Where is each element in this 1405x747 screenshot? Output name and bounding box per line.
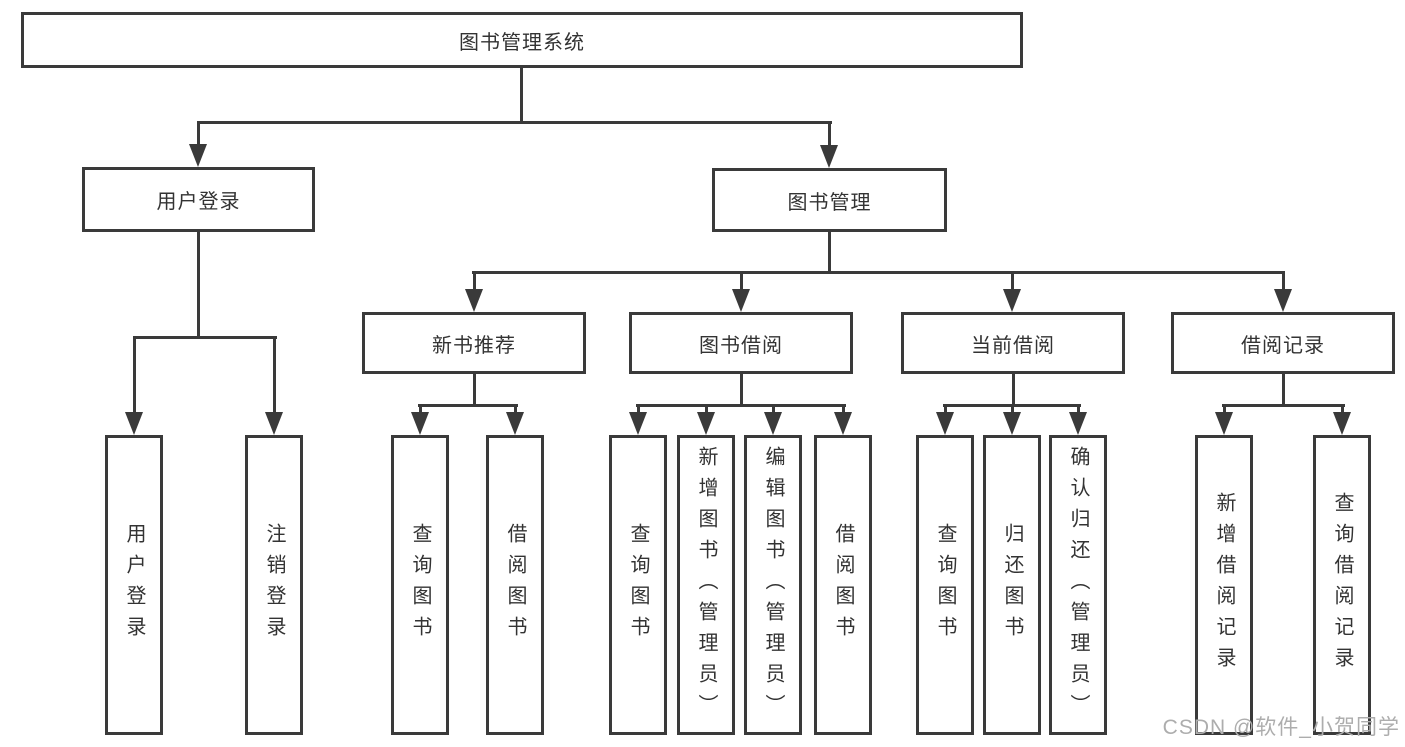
connector-line — [1012, 374, 1015, 406]
arrowhead-down — [834, 412, 852, 435]
leaf-borrow-query-book: 查询图书 — [609, 435, 667, 735]
connector-line — [1011, 404, 1014, 416]
connector-line — [472, 271, 1285, 274]
leaf-logout-label: 注销登录 — [263, 523, 285, 647]
connector-line — [705, 404, 708, 416]
connector-line — [772, 404, 775, 416]
arrowhead-down — [629, 412, 647, 435]
connector-line — [944, 404, 947, 416]
node-new-book-recommend-label: 新书推荐 — [432, 334, 516, 357]
connector-line — [418, 404, 518, 407]
connector-line — [828, 121, 831, 147]
arrowhead-down — [1274, 289, 1292, 312]
connector-line — [197, 121, 832, 124]
arrowhead-down — [265, 412, 283, 435]
arrowhead-down — [732, 289, 750, 312]
leaf-current-return-book: 归还图书 — [983, 435, 1041, 735]
node-new-book-recommend: 新书推荐 — [362, 312, 586, 374]
arrowhead-down — [1003, 412, 1021, 435]
node-current-borrow: 当前借阅 — [901, 312, 1125, 374]
node-current-borrow-label: 当前借阅 — [971, 334, 1055, 357]
node-book-management-label: 图书管理 — [787, 191, 872, 214]
leaf-user-login: 用户登录 — [105, 435, 163, 735]
leaf-recommend-query-book: 查询图书 — [391, 435, 449, 735]
leaf-borrow-query-book-label: 查询图书 — [627, 523, 649, 647]
connector-line — [419, 404, 422, 416]
connector-line — [637, 404, 640, 416]
connector-line — [1282, 374, 1285, 406]
leaf-borrow-edit-book-admin-label: 编辑图书（管理员） — [762, 445, 784, 725]
node-borrow-records-label: 借阅记录 — [1241, 334, 1325, 357]
arrowhead-down — [125, 412, 143, 435]
arrowhead-down — [1333, 412, 1351, 435]
leaf-recommend-query-book-label: 查询图书 — [409, 523, 431, 647]
arrowhead-down — [189, 144, 207, 167]
connector-line — [197, 232, 200, 338]
connector-line — [1223, 404, 1226, 416]
connector-line — [1341, 404, 1344, 416]
connector-line — [197, 121, 200, 147]
leaf-current-return-book-label: 归还图书 — [1001, 523, 1023, 647]
connector-line — [740, 271, 743, 291]
arrowhead-down — [411, 412, 429, 435]
connector-line — [473, 374, 476, 406]
leaf-recommend-borrow-book: 借阅图书 — [486, 435, 544, 735]
arrowhead-down — [820, 145, 838, 168]
leaf-current-confirm-return-admin: 确认归还（管理员） — [1049, 435, 1107, 735]
node-book-borrow-label: 图书借阅 — [699, 334, 783, 357]
leaf-record-add-label: 新增借阅记录 — [1213, 492, 1235, 678]
connector-line — [1077, 404, 1080, 416]
leaf-record-query-label: 查询借阅记录 — [1331, 492, 1353, 678]
connector-line — [514, 404, 517, 416]
leaf-logout: 注销登录 — [245, 435, 303, 735]
leaf-record-query: 查询借阅记录 — [1313, 435, 1371, 735]
leaf-borrow-add-book-admin-label: 新增图书（管理员） — [695, 445, 717, 725]
connector-line — [273, 336, 276, 414]
node-book-management: 图书管理 — [712, 168, 947, 232]
connector-line — [636, 404, 846, 407]
arrowhead-down — [1003, 289, 1021, 312]
connector-line — [740, 374, 743, 406]
leaf-current-confirm-return-admin-label: 确认归还（管理员） — [1067, 445, 1089, 725]
connector-line — [828, 232, 831, 274]
arrowhead-down — [506, 412, 524, 435]
connector-line — [133, 336, 136, 414]
csdn-watermark: CSDN @软件_小贺同学 — [1162, 716, 1400, 739]
connector-line — [842, 404, 845, 416]
arrowhead-down — [1069, 412, 1087, 435]
leaf-borrow-add-book-admin: 新增图书（管理员） — [677, 435, 735, 735]
arrowhead-down — [936, 412, 954, 435]
node-borrow-records: 借阅记录 — [1171, 312, 1395, 374]
node-book-borrow: 图书借阅 — [629, 312, 853, 374]
arrowhead-down — [764, 412, 782, 435]
leaf-current-query-book: 查询图书 — [916, 435, 974, 735]
arrowhead-down — [1215, 412, 1233, 435]
leaf-record-add: 新增借阅记录 — [1195, 435, 1253, 735]
leaf-current-query-book-label: 查询图书 — [934, 523, 956, 647]
arrowhead-down — [465, 289, 483, 312]
connector-line — [133, 336, 277, 339]
leaf-recommend-borrow-book-label: 借阅图书 — [504, 523, 526, 647]
connector-line — [473, 271, 476, 291]
leaf-borrow-borrow-book-label: 借阅图书 — [832, 523, 854, 647]
node-root: 图书管理系统 — [21, 12, 1023, 68]
connector-line — [1222, 404, 1345, 407]
connector-line — [1011, 271, 1014, 291]
node-root-label: 图书管理系统 — [459, 31, 585, 54]
connector-line — [1282, 271, 1285, 291]
leaf-user-login-label: 用户登录 — [123, 523, 145, 647]
connector-line — [520, 68, 523, 124]
arrowhead-down — [697, 412, 715, 435]
node-user-login: 用户登录 — [82, 167, 315, 232]
node-user-login-label: 用户登录 — [156, 191, 241, 213]
leaf-borrow-borrow-book: 借阅图书 — [814, 435, 872, 735]
leaf-borrow-edit-book-admin: 编辑图书（管理员） — [744, 435, 802, 735]
